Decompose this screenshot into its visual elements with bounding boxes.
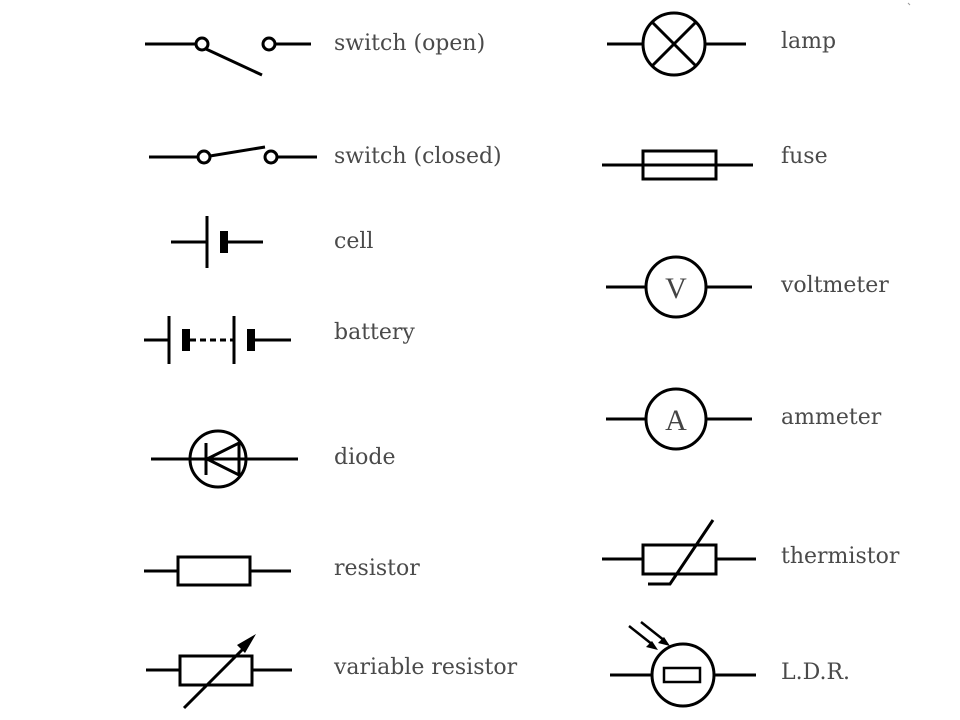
ldr-symbol xyxy=(610,621,756,708)
battery-label: battery xyxy=(334,320,415,345)
lamp-symbol xyxy=(607,11,746,77)
voltmeter-symbol: V xyxy=(606,255,752,319)
diode-symbol xyxy=(151,429,298,489)
ammeter-symbol: A xyxy=(606,387,752,451)
switch-open-symbol xyxy=(145,36,311,77)
fuse-symbol xyxy=(602,149,753,181)
voltmeter-label: voltmeter xyxy=(781,273,889,298)
switch-closed-symbol xyxy=(149,145,317,165)
cell-symbol xyxy=(171,216,263,268)
variable-resistor-label: variable resistor xyxy=(334,655,518,680)
resistor-label: resistor xyxy=(334,556,420,581)
diode-label: diode xyxy=(334,445,396,470)
voltmeter-letter: V xyxy=(665,272,687,305)
variable-resistor-symbol xyxy=(146,634,292,710)
lamp-label: lamp xyxy=(781,29,837,54)
ldr-label: L.D.R. xyxy=(781,660,851,685)
switch-open-label: switch (open) xyxy=(334,31,486,56)
ammeter-letter: A xyxy=(665,404,687,437)
cell-label: cell xyxy=(334,229,374,254)
switch-closed-label: switch (closed) xyxy=(334,144,502,169)
ammeter-label: ammeter xyxy=(781,405,882,430)
battery-symbol xyxy=(144,316,291,364)
fuse-label: fuse xyxy=(781,144,828,169)
resistor-symbol xyxy=(144,555,291,587)
thermistor-symbol xyxy=(602,519,756,586)
thermistor-label: thermistor xyxy=(781,544,900,569)
